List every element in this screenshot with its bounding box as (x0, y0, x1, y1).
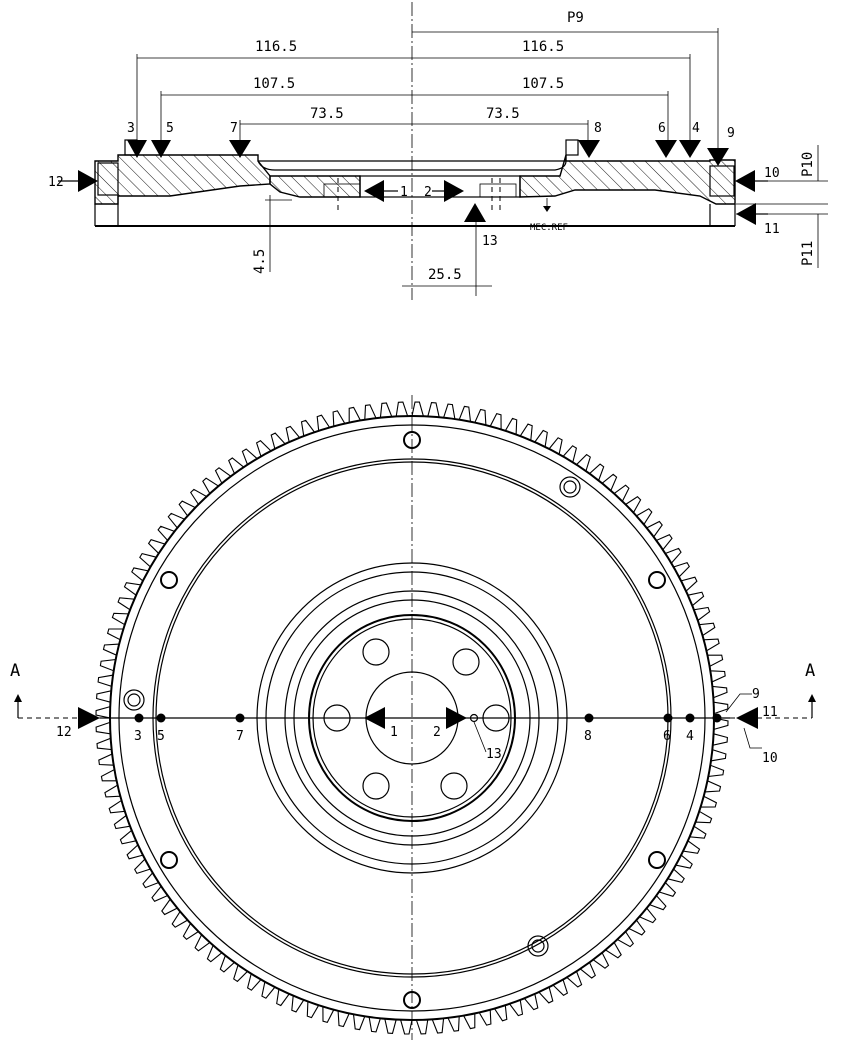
dim-107-5-left: 107.5 (253, 76, 295, 92)
section-label-7: 7 (230, 121, 238, 136)
section-label-12: 12 (48, 175, 64, 190)
dim-73-5-left: 73.5 (310, 106, 344, 122)
plan-label-8: 8 (584, 729, 592, 744)
plan-label-1: 1 (390, 725, 398, 740)
section-mark-left: A (10, 661, 20, 681)
dim-73-5-right: 73.5 (486, 106, 520, 122)
section-left-hub (269, 175, 361, 198)
section-left-body (94, 154, 271, 205)
dim-4-5: 4.5 (252, 249, 268, 274)
section-marker-5 (151, 140, 171, 158)
plan-label-2: 2 (433, 725, 441, 740)
section-mark-right: A (805, 661, 815, 681)
plan-marker-12 (78, 707, 100, 729)
section-right-gear-lip (709, 165, 735, 197)
plan-label-7: 7 (236, 729, 244, 744)
dim-p10: P10 (800, 152, 816, 177)
section-marker-13 (464, 203, 486, 222)
dim-107-5-right: 107.5 (522, 76, 564, 92)
dim-25-5: 25.5 (428, 267, 462, 283)
plan-view: A A (10, 395, 816, 1040)
section-marker-3 (127, 140, 147, 158)
section-marker-10 (735, 170, 755, 192)
plan-label-3: 3 (134, 729, 142, 744)
plan-label-9: 9 (752, 687, 760, 702)
section-label-11: 11 (764, 222, 780, 237)
plan-label-4: 4 (686, 729, 694, 744)
section-marker-6 (655, 140, 677, 158)
section-marker-1 (364, 180, 384, 202)
section-label-13: 13 (482, 234, 498, 249)
section-label-9: 9 (727, 126, 735, 141)
section-marker-4 (679, 140, 701, 158)
mec-ref-label: MEC.REF (530, 223, 568, 233)
plan-measure-points (134, 713, 722, 723)
plan-marker-11 (736, 707, 758, 729)
plan-label-5: 5 (157, 729, 165, 744)
dimension-lines (136, 28, 828, 296)
hub-bolt-holes (323, 638, 510, 800)
plan-label-12: 12 (56, 725, 72, 740)
section-label-1: 1 (400, 185, 408, 200)
section-marker-2 (444, 180, 464, 202)
plan-label-13: 13 (486, 747, 502, 762)
section-label-5: 5 (166, 121, 174, 136)
dim-p11: P11 (800, 241, 816, 266)
dowel-pins (123, 476, 581, 957)
section-marker-11 (736, 203, 756, 225)
section-label-4: 4 (692, 121, 700, 136)
section-label-10: 10 (764, 166, 780, 181)
dim-p9: P9 (567, 10, 584, 26)
plan-marker-2 (446, 707, 467, 729)
section-label-6: 6 (658, 121, 666, 136)
plan-label-11: 11 (762, 705, 778, 720)
section-marker-12 (78, 170, 98, 192)
section-marker-9 (707, 148, 729, 166)
dim-116-5-left: 116.5 (255, 39, 297, 55)
section-label-3: 3 (127, 121, 135, 136)
dim-116-5-right: 116.5 (522, 39, 564, 55)
section-label-8: 8 (594, 121, 602, 136)
section-marker-7 (229, 140, 251, 158)
section-datum-markers (58, 140, 768, 225)
plan-label-10: 10 (762, 751, 778, 766)
plan-label-6: 6 (663, 729, 671, 744)
section-label-2: 2 (424, 185, 432, 200)
section-right-body (519, 154, 736, 205)
section-marker-8 (578, 140, 600, 158)
section-left-gear-lip (97, 162, 119, 196)
cover-mount-holes (160, 431, 666, 1009)
plan-marker-1 (364, 707, 385, 729)
section-view: P9 116.5 116.5 107.5 107.5 73.5 73.5 4.5… (48, 2, 828, 300)
